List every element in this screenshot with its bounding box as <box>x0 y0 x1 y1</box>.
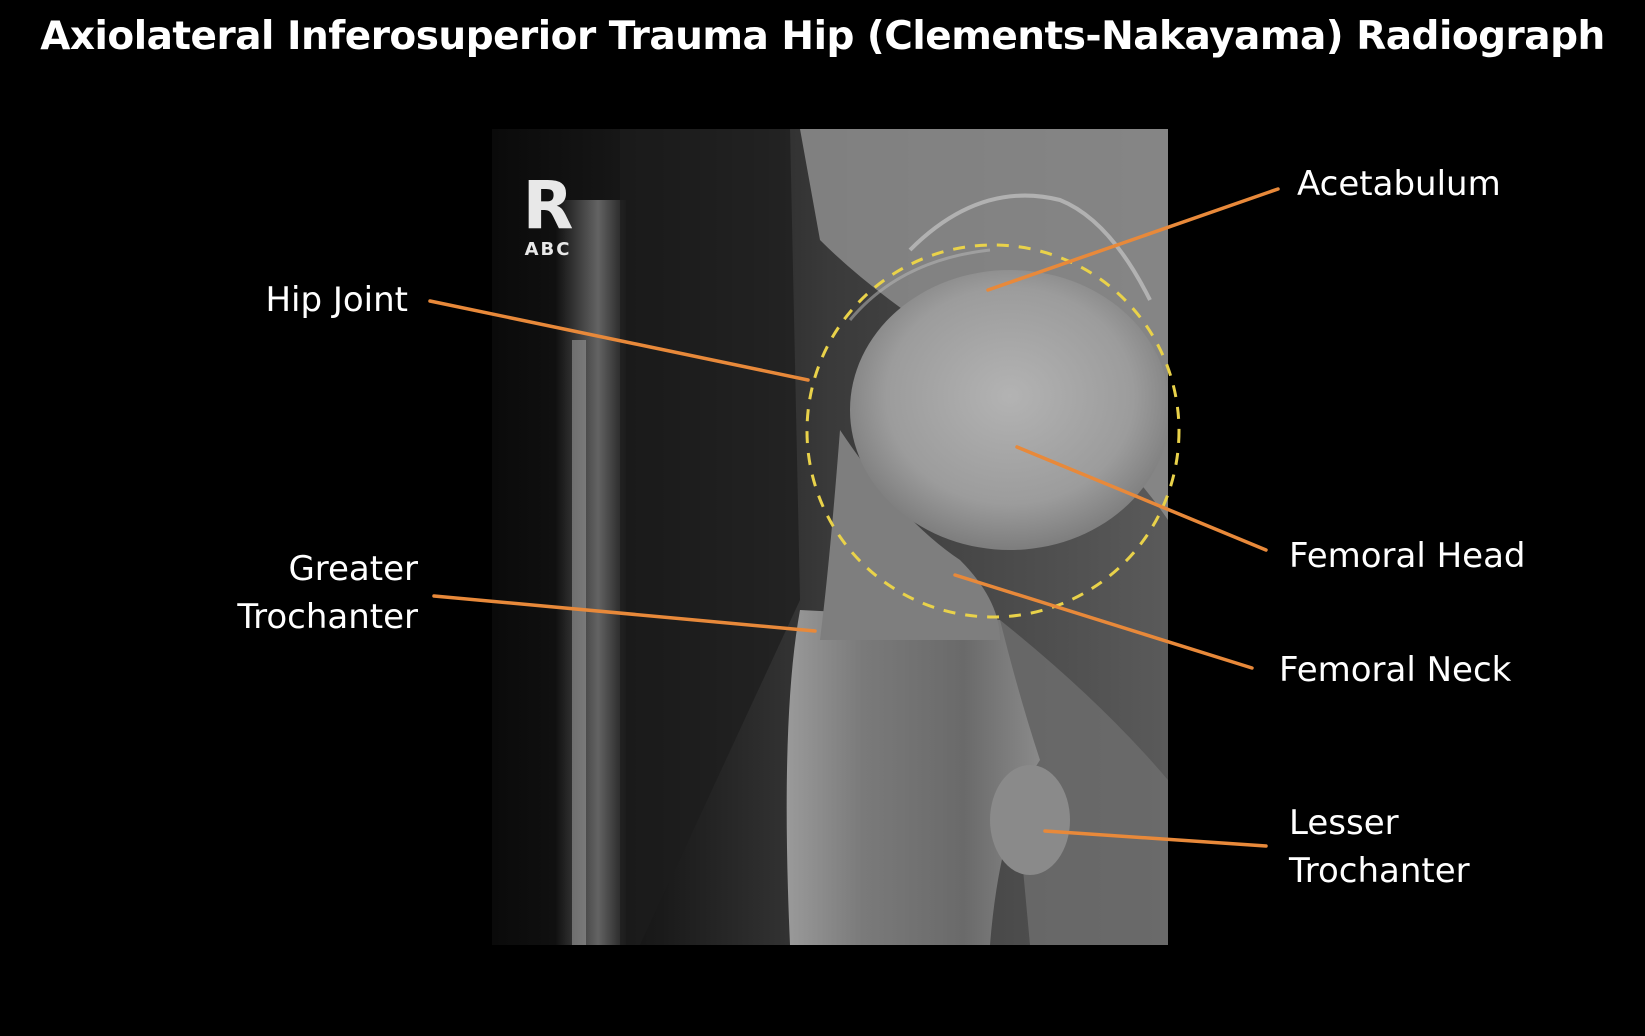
leader-line-greater-trochanter <box>432 594 817 633</box>
label-hip-joint: Hip Joint <box>190 276 408 324</box>
leader-line-femoral-neck <box>953 573 1254 670</box>
label-acetabulum: Acetabulum <box>1297 160 1501 208</box>
femoral-head-outline-circle <box>805 243 1181 619</box>
leader-line-lesser-trochanter <box>1043 829 1268 848</box>
marker-letter: R <box>522 172 574 244</box>
label-lesser-trochanter-line1: Lesser <box>1289 803 1399 843</box>
label-lesser-trochanter-line2: Trochanter <box>1289 851 1470 891</box>
label-femoral-head: Femoral Head <box>1289 532 1526 580</box>
label-femoral-head-text: Femoral Head <box>1289 536 1526 576</box>
leader-line-femoral-head <box>1015 445 1268 552</box>
leader-line-acetabulum <box>986 187 1280 292</box>
leader-lines <box>428 187 1280 848</box>
xray-image <box>492 129 1168 945</box>
label-hip-joint-text: Hip Joint <box>265 280 408 320</box>
label-acetabulum-text: Acetabulum <box>1297 164 1501 204</box>
marker-sub: ABC <box>524 239 572 260</box>
orientation-marker: R ABC <box>522 172 574 260</box>
page-title: Axiolateral Inferosuperior Trauma Hip (C… <box>40 14 1605 59</box>
leader-line-hip-joint <box>428 299 810 382</box>
label-lesser-trochanter: Lesser Trochanter <box>1289 799 1470 895</box>
label-greater-trochanter-line2: Trochanter <box>237 597 418 637</box>
label-greater-trochanter: Greater Trochanter <box>160 545 418 641</box>
label-femoral-neck-text: Femoral Neck <box>1279 650 1512 690</box>
label-femoral-neck: Femoral Neck <box>1279 646 1511 694</box>
label-greater-trochanter-line1: Greater <box>288 549 418 589</box>
